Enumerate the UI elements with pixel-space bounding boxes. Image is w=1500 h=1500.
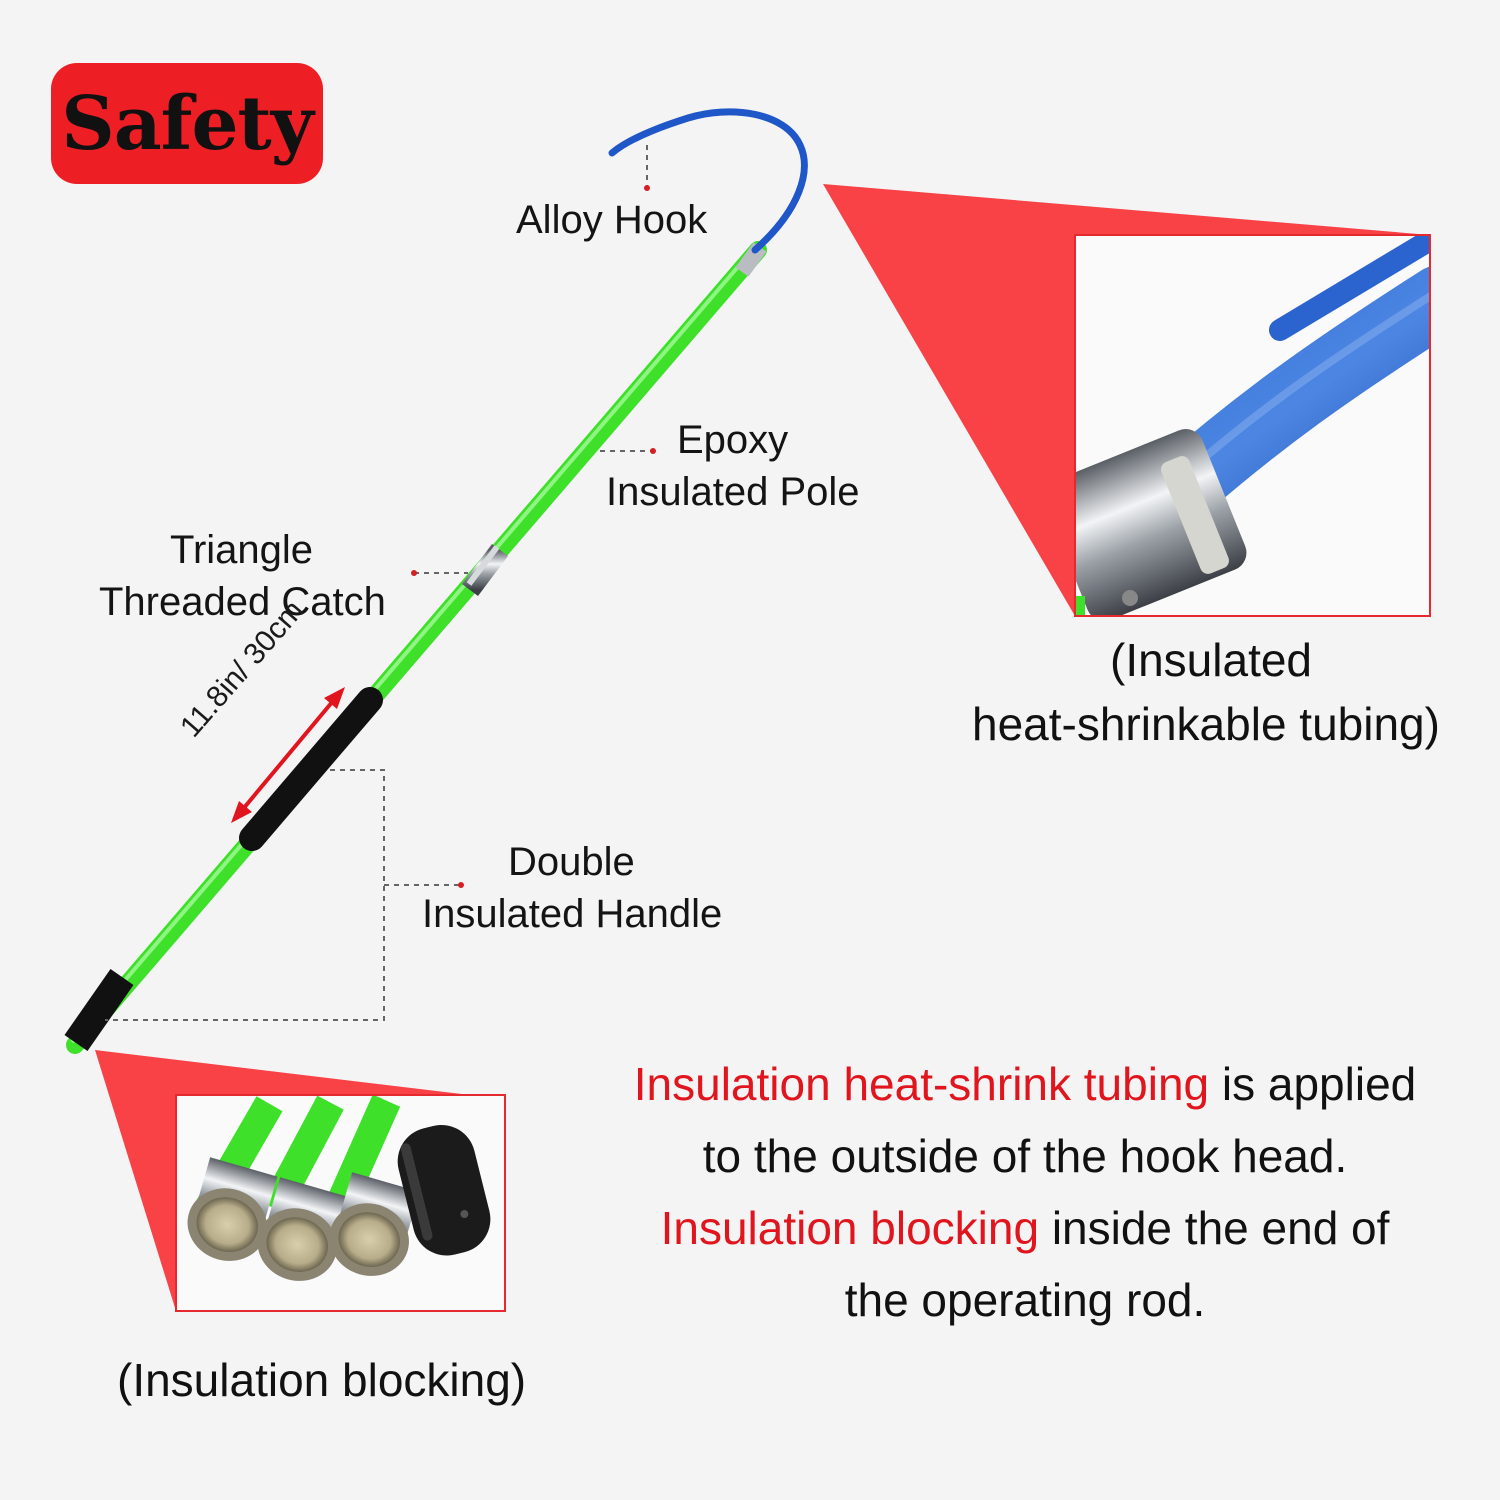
description-line-3: Insulation blocking inside the end of <box>560 1192 1490 1264</box>
handle-label-line1: Double <box>508 840 635 884</box>
safety-badge: Safety <box>51 63 323 184</box>
alloy-hook-icon <box>608 108 808 254</box>
description-line-1: Insulation heat-shrink tubing is applied <box>560 1048 1490 1120</box>
description-highlight-blocking: Insulation blocking <box>660 1202 1040 1254</box>
epoxy-pole-label-line2: Insulated Pole <box>606 470 860 514</box>
tubing-caption-line2: heat-shrinkable tubing) <box>972 698 1440 750</box>
epoxy-pole-label-line1: Epoxy <box>677 418 789 462</box>
callout-leaders <box>105 145 652 1021</box>
alloy-hook-label: Alloy Hook <box>516 198 708 242</box>
description-line-2: to the outside of the hook head. <box>702 1130 1348 1182</box>
triangle-catch-label-line2: Threaded Catch <box>99 580 386 624</box>
description-block: Insulation heat-shrink tubing is applied… <box>560 1048 1490 1336</box>
description-line-3-rest: inside the end of <box>1039 1202 1390 1254</box>
hook-stick-pole <box>64 241 767 1054</box>
description-line-4: the operating rod. <box>844 1274 1206 1326</box>
tubing-closeup-photo <box>1074 234 1431 617</box>
triangle-catch-label-line1: Triangle <box>170 528 314 572</box>
description-highlight-tubing: Insulation heat-shrink tubing <box>633 1058 1210 1110</box>
safety-badge-text: Safety <box>61 80 313 167</box>
description-line-1-rest: is applied <box>1209 1058 1417 1110</box>
blocking-caption: (Insulation blocking) <box>117 1354 527 1406</box>
handle-label-line2: Insulated Handle <box>422 892 723 936</box>
blocking-closeup-photo <box>175 1094 506 1312</box>
dimension-arrow <box>231 687 345 823</box>
tubing-caption-line1: (Insulated <box>1110 634 1313 686</box>
